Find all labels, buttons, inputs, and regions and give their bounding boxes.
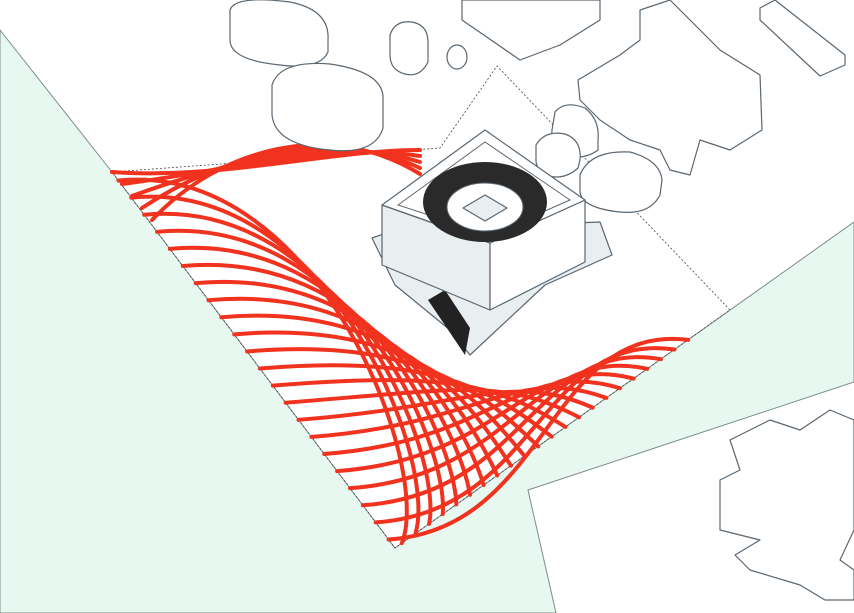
building xyxy=(461,0,601,61)
contour-lines xyxy=(110,143,691,546)
building xyxy=(579,151,663,213)
water-area xyxy=(0,29,854,613)
contour-line xyxy=(347,363,650,491)
stadium-pitch xyxy=(462,194,508,222)
contour-line xyxy=(150,143,422,222)
building xyxy=(229,0,329,67)
building xyxy=(577,0,763,176)
building xyxy=(759,0,846,77)
stadium-entrance xyxy=(428,290,470,355)
contour-line xyxy=(335,372,636,474)
contour-line xyxy=(283,388,582,420)
contour-line xyxy=(270,378,568,429)
contour-line xyxy=(373,346,677,525)
contour-line xyxy=(309,385,609,439)
building xyxy=(271,62,384,152)
building xyxy=(719,409,854,601)
stadium-building xyxy=(371,129,613,356)
contour-line xyxy=(360,355,663,508)
surrounding-buildings xyxy=(229,0,854,601)
contour-line xyxy=(386,336,691,542)
building xyxy=(446,44,468,70)
contour-line xyxy=(155,228,445,517)
building xyxy=(389,21,429,76)
contour-line xyxy=(167,245,459,507)
